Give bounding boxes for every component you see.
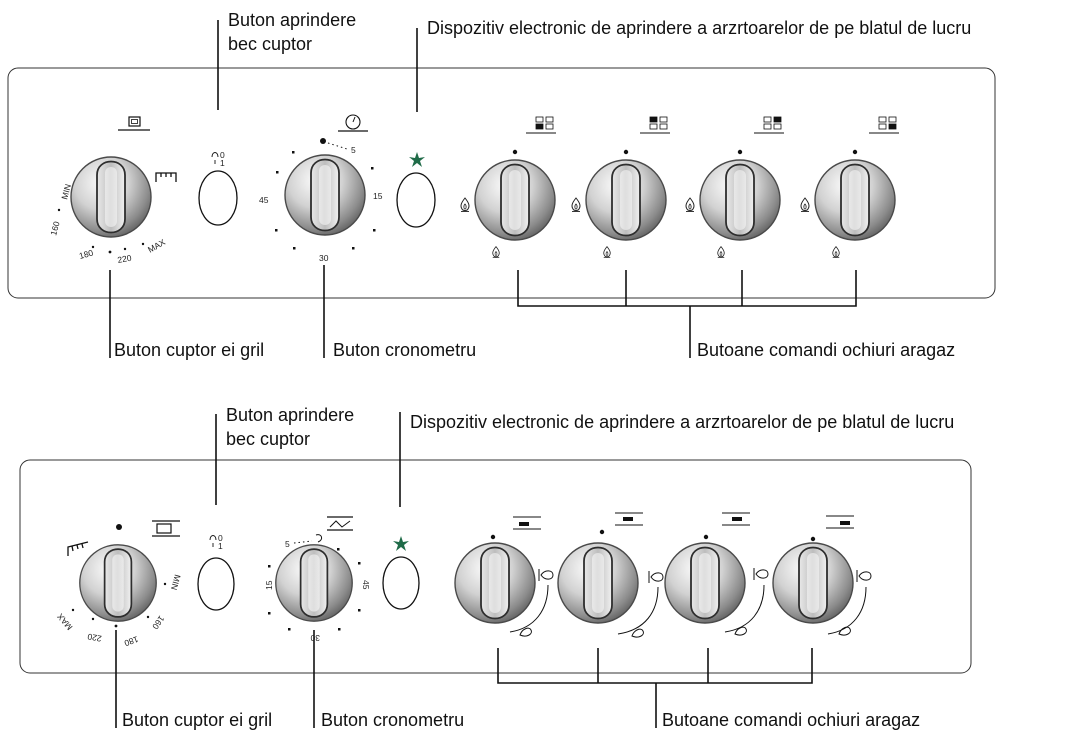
panel-2-oven-knob-label: Buton cuptor еi gril xyxy=(122,710,272,730)
panel-1-light-label-line2: bec cuptor xyxy=(228,34,312,54)
panel-2-burner-knob-2-group xyxy=(557,512,664,638)
panel-1-oven-scale-min: MIN xyxy=(59,183,73,201)
panel-1-oven-knob[interactable] xyxy=(70,156,152,238)
panel-1: Buton aprindere bec cuptor Dispozitiv el… xyxy=(7,10,996,360)
panel-1-burner-knob-1[interactable] xyxy=(474,159,556,241)
panel-2-oven-symbol-icon xyxy=(152,520,180,537)
panel-1-timer-knob-label: Buton cronometru xyxy=(333,340,476,360)
flame-icon xyxy=(538,569,554,581)
panel-1-timer-scale-15: 15 xyxy=(373,191,383,201)
panel-1-oven-scale-180: 180 xyxy=(78,248,95,261)
panel-1-burner-knob-4-group xyxy=(800,116,899,259)
panel-1-ignition-button[interactable] xyxy=(396,172,436,228)
panel-1-burner-knob-1-group xyxy=(460,116,556,259)
flame-icon xyxy=(753,568,769,580)
panel-2-grill-icon xyxy=(67,541,89,556)
flame-icon xyxy=(648,571,664,583)
panel-2-timer-knob-label: Buton cronometru xyxy=(321,710,464,730)
panel-1-oven-scale-220: 220 xyxy=(117,253,133,265)
panel-1-burner-knob-2[interactable] xyxy=(585,159,667,241)
svg-text:0: 0 xyxy=(220,150,225,160)
panel-1-burner-knob-2-group xyxy=(571,116,670,259)
panel-1-burner-knobs-label: Butoane comandi ochiuri aragaz xyxy=(697,340,955,360)
panel-1-grill-icon xyxy=(155,172,177,182)
panel-1-burner-knob-4[interactable] xyxy=(814,159,896,241)
panel-2-oven-scale-180: 180 xyxy=(123,634,140,648)
flame-icon xyxy=(519,627,532,637)
panel-2-burner-knobs-label: Butoane comandi ochiuri aragaz xyxy=(662,710,920,730)
burner-position-icon xyxy=(869,116,899,134)
panel-2-burner-knob-4[interactable] xyxy=(772,542,854,624)
panel-2-oven-scale-220: 220 xyxy=(86,632,102,644)
panel-2-timer-scale-30: 30 xyxy=(310,633,320,643)
panel-2-light-symbol-icon: 0 1 xyxy=(209,533,223,551)
burner-position-icon xyxy=(826,515,854,529)
burner-position-icon xyxy=(513,516,541,530)
panel-1-oven-scale-160: 160 xyxy=(48,220,61,237)
burner-position-icon xyxy=(526,116,556,134)
burner-position-icon xyxy=(754,116,784,134)
flame-icon xyxy=(838,626,851,636)
panel-2-timer-scale-45: 45 xyxy=(361,580,371,590)
panel-1-burner-knob-3-group xyxy=(685,116,784,259)
panel-1-oven-light-button[interactable] xyxy=(198,170,238,226)
panel-1-timer-scale-45: 45 xyxy=(259,195,269,205)
panel-1-ignition-spark-icon xyxy=(409,152,425,167)
panel-2-burner-knob-4-group xyxy=(772,515,872,636)
panel-1-oven-knob-label: Buton cuptor еi gril xyxy=(114,340,264,360)
panel-2-timer-scale-5: 5 xyxy=(285,539,290,549)
panel-2-ignition-label: Dispozitiv electronic de aprindere a arz… xyxy=(410,412,954,432)
panel-2-oven-light-button[interactable] xyxy=(197,557,235,611)
burner-position-icon xyxy=(615,512,643,526)
panel-2-burner-knob-1-group xyxy=(454,516,554,637)
flame-icon xyxy=(734,626,747,636)
panel-1-timer-scale-5: 5 xyxy=(351,145,356,155)
panel-2-timer-knob[interactable] xyxy=(274,543,354,623)
panel-2-burner-knob-2[interactable] xyxy=(557,542,639,624)
burner-position-icon xyxy=(640,116,670,134)
panel-2-ignition-spark-icon xyxy=(393,536,409,551)
panel-1-timer-scale-30: 30 xyxy=(319,253,329,263)
panel-1-ignition-label: Dispozitiv electronic de aprindere a arz… xyxy=(427,18,971,38)
svg-text:1: 1 xyxy=(218,541,223,551)
panel-2-oven-knob[interactable] xyxy=(78,543,158,623)
panel-1-timer-clock-icon xyxy=(338,114,368,132)
panel-2-burner-knob-3-group xyxy=(664,512,769,636)
panel-1-light-symbol-icon: 0 1 xyxy=(211,150,225,168)
panel-2-light-label-line2: bec cuptor xyxy=(226,429,310,449)
panel-1-burner-knob-3[interactable] xyxy=(699,159,781,241)
svg-text:1: 1 xyxy=(220,158,225,168)
panel-2-burner-knob-1[interactable] xyxy=(454,542,536,624)
burner-position-icon xyxy=(722,512,750,526)
panel-2: Buton aprindere bec cuptor Dispozitiv el… xyxy=(19,405,972,730)
panel-2-ignition-button[interactable] xyxy=(382,556,420,610)
panel-1-oven-symbol-icon xyxy=(118,116,150,131)
panel-2-light-label-line1: Buton aprindere xyxy=(226,405,354,425)
panel-1-timer-knob[interactable] xyxy=(284,154,366,236)
flame-icon xyxy=(856,570,872,582)
panel-2-oven-scale-min: MIN xyxy=(169,573,183,591)
svg-text:0: 0 xyxy=(218,533,223,543)
panel-2-timer-scale-15: 15 xyxy=(264,580,274,590)
panel-2-timer-clock-icon xyxy=(327,516,353,531)
flame-icon xyxy=(631,628,644,638)
panel-1-light-label-line1: Buton aprindere xyxy=(228,10,356,30)
panel-2-burner-knob-3[interactable] xyxy=(664,542,746,624)
